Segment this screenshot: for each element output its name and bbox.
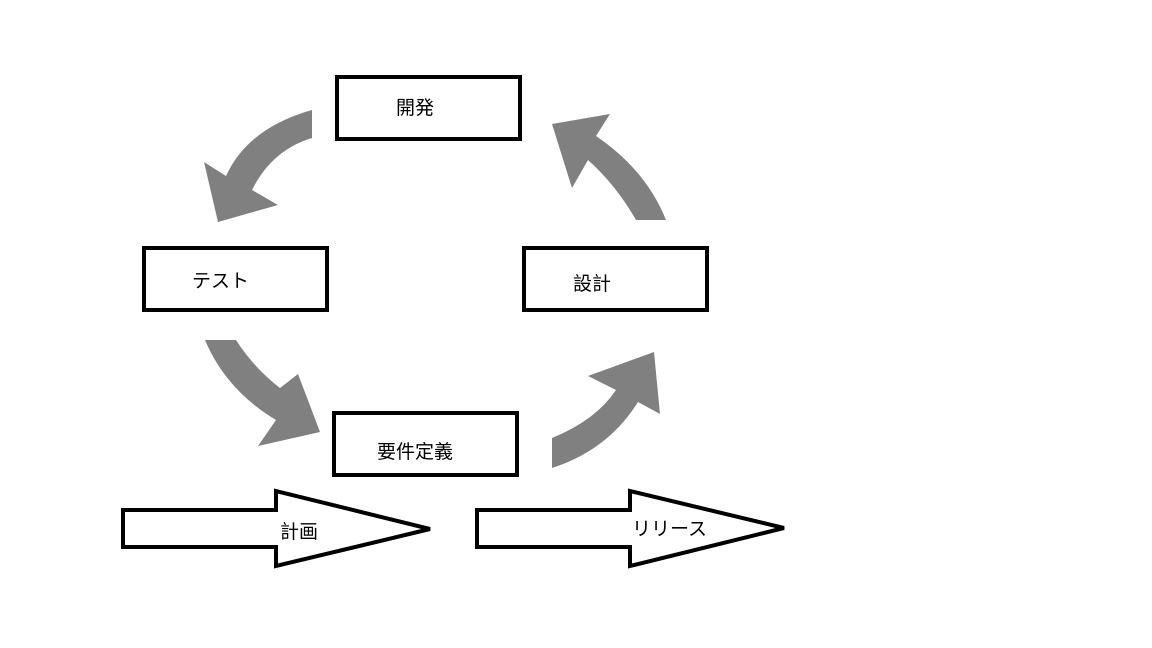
block-arrow-label: 計画: [280, 521, 318, 543]
stage-label: 設計: [573, 273, 611, 295]
planning-arrow: 計画: [121, 488, 431, 569]
stage-design: 設計: [522, 246, 709, 312]
release-arrow: リリース: [475, 488, 785, 569]
stage-box: [522, 246, 709, 312]
stage-label: テスト: [192, 270, 249, 292]
block-arrow-shape: [475, 488, 785, 569]
stage-label: 開発: [396, 97, 434, 119]
stage-box: [335, 75, 522, 141]
stage-test: テスト: [142, 246, 329, 312]
stage-box: [142, 246, 329, 312]
stage-label: 要件定義: [377, 441, 453, 463]
arrow-design-to-development: [552, 114, 666, 220]
stage-box: [332, 411, 519, 477]
block-arrow-shape: [121, 488, 431, 569]
arrow-development-to-test: [204, 110, 312, 222]
stage-requirements: 要件定義: [332, 411, 519, 477]
cycle-arrows: [204, 110, 666, 468]
stage-development: 開発: [335, 75, 522, 141]
arrow-test-to-requirements: [205, 340, 320, 446]
arrow-requirements-to-design: [552, 352, 660, 468]
block-arrow-label: リリース: [632, 518, 707, 540]
